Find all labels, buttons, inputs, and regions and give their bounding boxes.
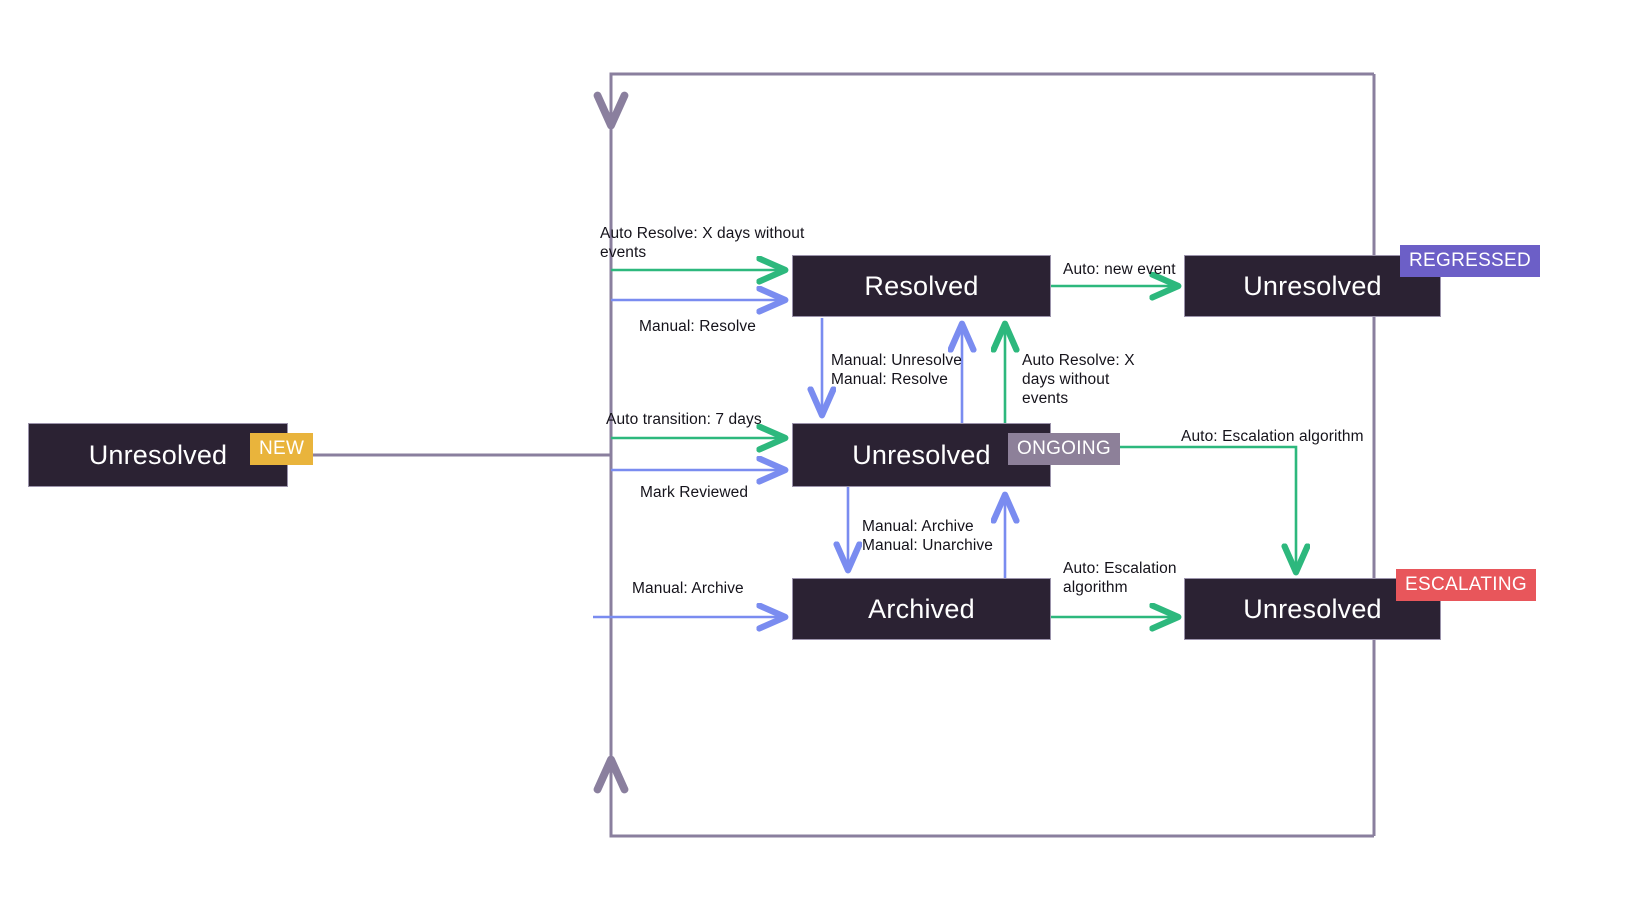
- state-node-label: Unresolved: [88, 439, 228, 470]
- status-badge-label: ONGOING: [1017, 438, 1111, 459]
- status-badge-label: REGRESSED: [1409, 250, 1532, 271]
- state-node-label: Unresolved: [852, 439, 991, 470]
- status-badge-ongoing: ONGOING: [1008, 433, 1120, 465]
- edge-label-manual-unresolve-resolve: Manual: Unresolve Manual: Resolve: [831, 352, 962, 388]
- edge-label-auto-escalation-bottom: Auto: Escalation algorithm: [1063, 560, 1177, 596]
- state-node-label: Resolved: [864, 270, 979, 301]
- state-node-label: Unresolved: [1243, 270, 1382, 301]
- status-badge-label: ESCALATING: [1405, 574, 1527, 595]
- state-node-label: Archived: [868, 593, 975, 624]
- edge-label-auto-escalation-top: Auto: Escalation algorithm: [1181, 428, 1364, 445]
- edge-label-mark-reviewed: Mark Reviewed: [640, 484, 749, 501]
- state-node-label: Unresolved: [1243, 593, 1382, 624]
- edge-auto-escalation-top: [1050, 445, 1296, 571]
- status-badge-regressed: REGRESSED: [1400, 245, 1541, 277]
- state-node-new[interactable]: Unresolved: [29, 424, 287, 486]
- state-node-regressed[interactable]: Unresolved: [1185, 256, 1440, 316]
- edge-label-manual-archive: Manual: Archive: [632, 580, 744, 597]
- edge-label-auto-resolve-x-days-mid: Auto Resolve: X days without events: [1022, 352, 1135, 407]
- state-node-ongoing[interactable]: Unresolved: [793, 424, 1050, 486]
- edge-label-manual-archive-unarchive: Manual: Archive Manual: Unarchive: [862, 518, 993, 554]
- status-badge-label: NEW: [259, 438, 305, 459]
- edge-label-auto-resolve-x-days-top: Auto Resolve: X days without events: [600, 225, 805, 261]
- state-node-escalating[interactable]: Unresolved: [1185, 579, 1440, 639]
- state-node-archived[interactable]: Archived: [793, 579, 1050, 639]
- state-node-resolved[interactable]: Resolved: [793, 256, 1050, 316]
- status-badge-new: NEW: [250, 433, 314, 465]
- edge-label-manual-resolve-top: Manual: Resolve: [639, 318, 756, 335]
- edge-label-auto-new-event: Auto: new event: [1063, 261, 1176, 278]
- edge-frame-bottom: [609, 455, 1374, 838]
- edge-label-auto-transition-7-days: Auto transition: 7 days: [606, 411, 762, 428]
- status-badge-escalating: ESCALATING: [1396, 569, 1536, 601]
